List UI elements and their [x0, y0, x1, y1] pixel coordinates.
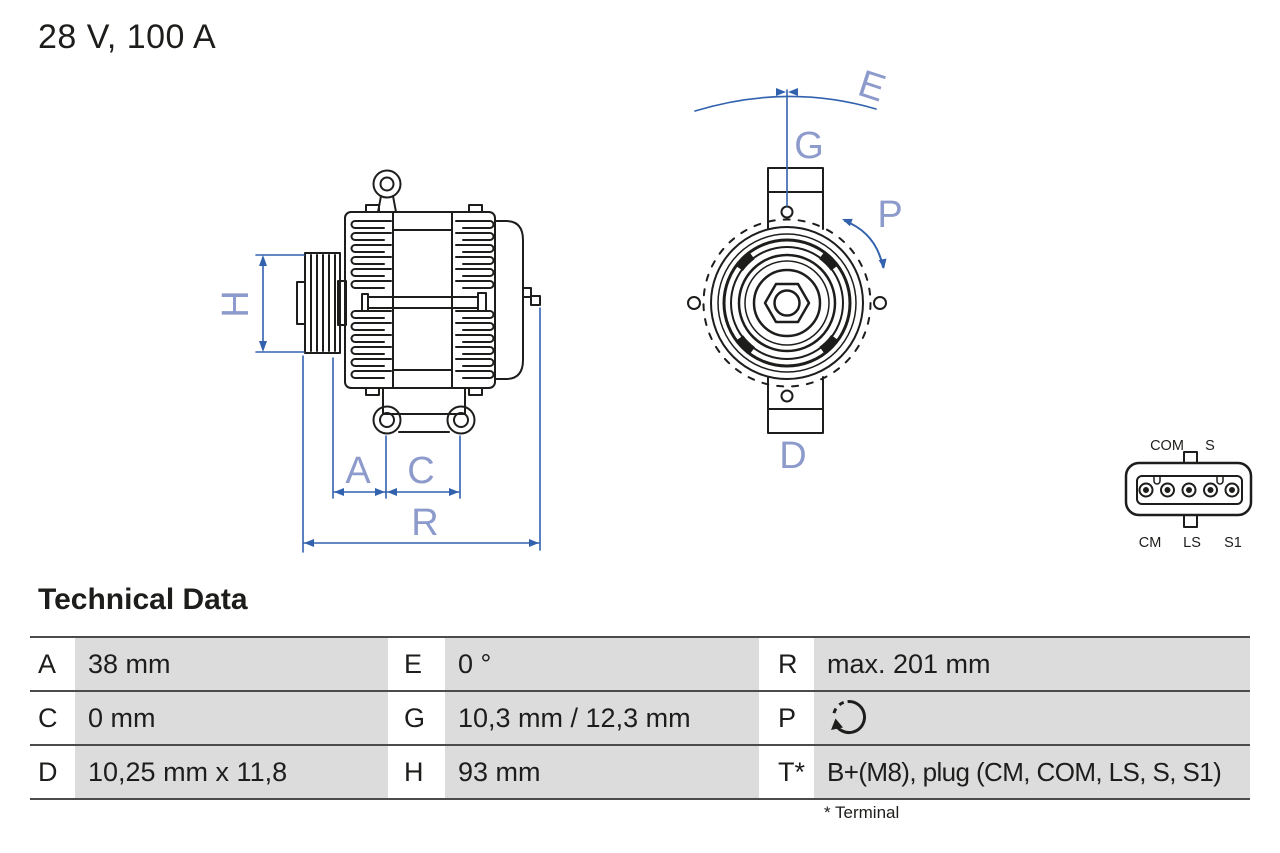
- plug-label-com: COM: [1150, 438, 1184, 454]
- bottom-mounting-bracket: [372, 387, 476, 435]
- plug-bottom-tab: [1183, 514, 1198, 528]
- front-lug-details: [687, 191, 887, 410]
- dimension-lines-side-view: H A C R: [215, 254, 541, 553]
- front-bottom-lug: [767, 376, 824, 434]
- plug-key-notch: [1153, 476, 1161, 485]
- plug-key-notch: [1216, 476, 1224, 485]
- alternator-front-view: [687, 167, 887, 434]
- dimension-label-c: C: [407, 450, 434, 492]
- dimension-label-d: D: [779, 435, 806, 477]
- front-face-circles: [710, 226, 864, 380]
- tech-value: 0 mm: [75, 692, 388, 744]
- tech-key: E: [388, 638, 445, 690]
- terminal-footnote: * Terminal: [824, 803, 900, 822]
- angle-e-arc: [694, 95, 877, 112]
- connector-plug-diagram: COM S CM LS S1: [1124, 438, 1253, 551]
- plug-label-s1: S1: [1224, 535, 1242, 551]
- shaft-nut-hexagon: [763, 282, 811, 324]
- tech-key: T*: [759, 746, 814, 798]
- page-title: 28 V, 100 A: [38, 18, 217, 56]
- table-row: C 0 mm G 10,3 mm / 12,3 mm P: [30, 690, 1250, 744]
- plug-pins: [1138, 482, 1240, 498]
- dimension-label-p: P: [877, 194, 902, 236]
- pulley: [296, 252, 347, 354]
- dimension-label-e: E: [853, 63, 890, 111]
- tech-value: B+(M8), plug (CM, COM, LS, S, S1): [814, 746, 1250, 798]
- plug-label-ls: LS: [1183, 535, 1201, 551]
- alternator-side-view: [296, 169, 541, 435]
- dimension-label-r: R: [411, 502, 438, 544]
- tech-value: max. 201 mm: [814, 638, 1250, 690]
- plug-inner-frame: [1136, 475, 1243, 505]
- dimension-label-g: G: [794, 125, 824, 167]
- fan-teeth-ring: [702, 218, 872, 388]
- cooling-fins: [350, 220, 495, 379]
- rotation-direction-icon: [831, 700, 867, 734]
- tech-value: 10,3 mm / 12,3 mm: [445, 692, 759, 744]
- top-mounting-lug: [372, 169, 402, 213]
- dimension-label-a: A: [345, 450, 371, 492]
- front-top-lug: [767, 167, 824, 230]
- technical-drawing: H A C R: [215, 63, 1253, 553]
- tech-key: P: [759, 692, 814, 744]
- tech-value-rotation: [814, 692, 1250, 744]
- technical-data-table: A 38 mm E 0 ° R max. 201 mm C 0 mm G 10,…: [30, 636, 1250, 800]
- tech-key: R: [759, 638, 814, 690]
- tech-key: A: [30, 638, 75, 690]
- tech-key: G: [388, 692, 445, 744]
- tech-value: 93 mm: [445, 746, 759, 798]
- tech-key: D: [30, 746, 75, 798]
- table-row: D 10,25 mm x 11,8 H 93 mm T* B+(M8), plu…: [30, 744, 1250, 798]
- tech-value: 38 mm: [75, 638, 388, 690]
- tech-key: H: [388, 746, 445, 798]
- tech-key: C: [30, 692, 75, 744]
- plug-label-cm: CM: [1139, 535, 1162, 551]
- table-row: A 38 mm E 0 ° R max. 201 mm: [30, 636, 1250, 690]
- technical-data-heading: Technical Data: [38, 583, 248, 616]
- dimension-label-h: H: [215, 290, 257, 317]
- dimension-arrowheads: [259, 255, 539, 547]
- plug-label-s: S: [1205, 438, 1215, 454]
- tech-value: 0 °: [445, 638, 759, 690]
- tech-value: 10,25 mm x 11,8: [75, 746, 388, 798]
